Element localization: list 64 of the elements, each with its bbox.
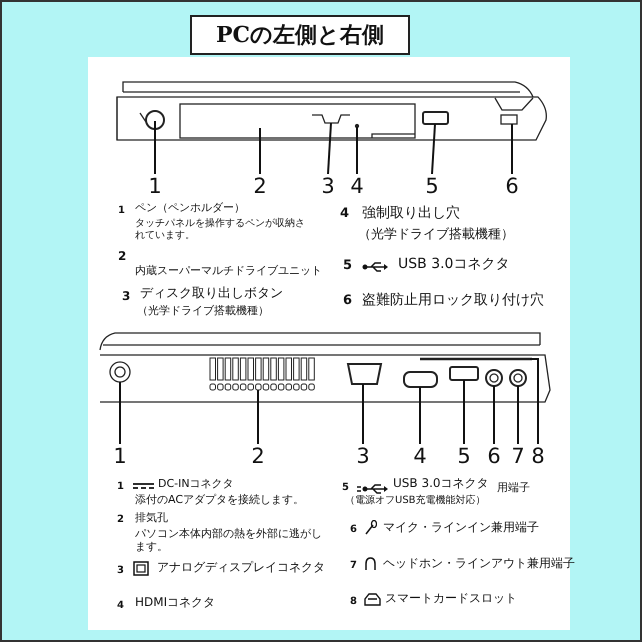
callout-number: 7: [510, 444, 526, 468]
item-number: 7: [350, 560, 357, 572]
item-heading: マイク・ラインイン兼用端子: [383, 521, 539, 535]
callout-number: 8: [530, 444, 546, 468]
callout-number: 5: [456, 444, 472, 468]
item-description: パソコン本体内部の熱を外部に逃がします。: [135, 528, 323, 554]
item-heading: スマートカードスロット: [385, 592, 517, 606]
leader-line: [511, 124, 513, 174]
leader-line: [154, 121, 156, 174]
title: PCの左側と右側: [190, 15, 410, 55]
item-number: 4: [117, 600, 124, 612]
leader-line: [327, 122, 332, 174]
leader-line: [362, 384, 364, 444]
leader-line: [517, 386, 519, 444]
item-heading: 盗難防止用ロック取り付け穴: [362, 292, 544, 308]
item-note: 用端子: [497, 482, 530, 495]
item-number: 4: [340, 207, 350, 222]
callout-number: 6: [504, 174, 520, 198]
item-description: （電源オフUSB充電機能対応）: [345, 495, 486, 506]
item-number: 3: [117, 565, 124, 576]
item-description: （光学ドライブ搭載機種）: [137, 305, 269, 318]
leader-line: [431, 124, 436, 174]
callout-number: 2: [252, 174, 268, 198]
item-number: 5: [342, 482, 349, 494]
item-heading: HDMIコネクタ: [135, 596, 216, 610]
item-number: 1: [118, 205, 125, 216]
item-description: 内蔵スーパーマルチドライブユニット: [135, 265, 322, 278]
callout-number: 4: [349, 174, 365, 198]
item-description: タッチパネルを操作するペンが収納されています。: [135, 218, 306, 241]
leader-line: [119, 382, 121, 444]
callout-number: 2: [250, 444, 266, 468]
item-number: 6: [343, 294, 352, 309]
item-number: 2: [117, 514, 124, 526]
callout-number: 1: [147, 174, 163, 198]
callout-number: 4: [412, 444, 428, 468]
item-heading: 排気孔: [135, 512, 168, 525]
item-heading: ペン（ペンホルダー）: [135, 202, 245, 215]
item-number: 8: [350, 596, 357, 608]
leader-line: [356, 127, 358, 174]
item-description: （光学ドライブ搭載機種）: [358, 228, 514, 243]
item-heading: ディスク取り出しボタン: [140, 287, 283, 302]
item-number: 6: [350, 524, 357, 536]
callout-number: 1: [112, 444, 128, 468]
leader-line: [419, 387, 421, 444]
leader-line: [463, 380, 465, 444]
item-description: 添付のACアダプタを接続します。: [135, 494, 304, 507]
callout-number: 3: [320, 174, 336, 198]
item-heading: ヘッドホン・ラインアウト兼用端子: [383, 557, 575, 571]
leader-line: [530, 358, 539, 444]
leader-line: [259, 128, 261, 174]
item-number: 5: [343, 259, 352, 274]
leader-line: [257, 390, 259, 444]
item-heading: USB 3.0コネクタ: [398, 256, 510, 272]
callout-number: 6: [486, 444, 502, 468]
item-heading: DC-INコネクタ: [158, 478, 234, 491]
callout-number: 5: [424, 174, 440, 198]
item-heading: USB 3.0コネクタ: [393, 477, 489, 491]
item-heading: アナログディスプレイコネクタ: [157, 561, 325, 575]
item-heading: 強制取り出し穴: [362, 205, 460, 222]
callout-number: 3: [355, 444, 371, 468]
item-number: 2: [118, 250, 126, 264]
leader-line: [493, 386, 495, 444]
item-number: 3: [122, 290, 130, 304]
item-number: 1: [117, 481, 124, 492]
